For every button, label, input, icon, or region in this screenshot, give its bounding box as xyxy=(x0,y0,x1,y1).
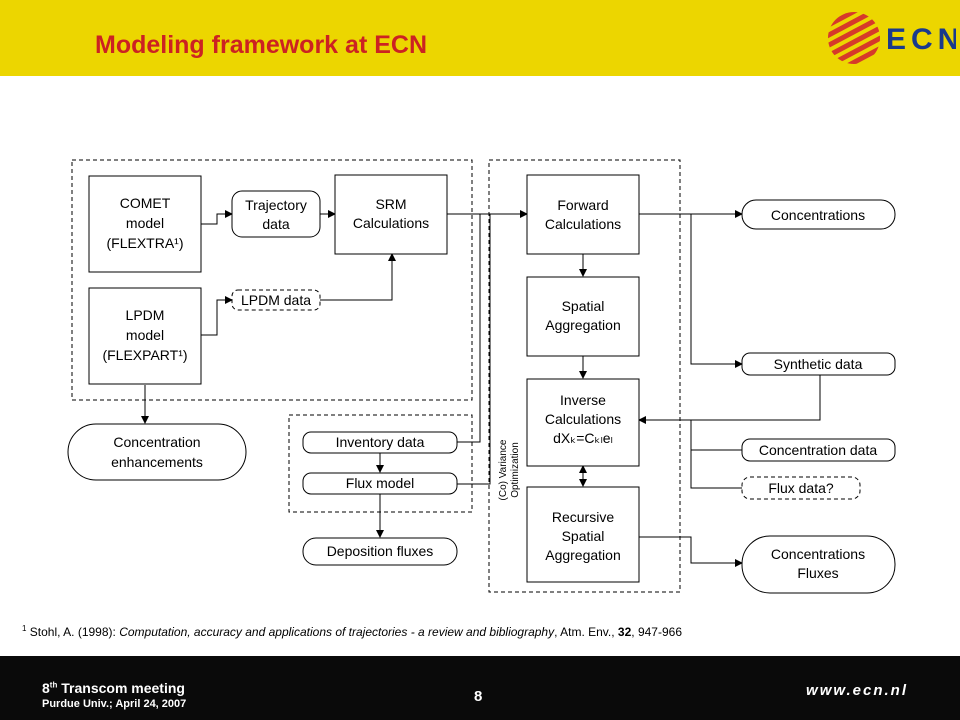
inverse-line-1: Inverse xyxy=(560,392,606,408)
flux-model-label: Flux model xyxy=(346,475,414,491)
inverse-line-2: Calculations xyxy=(545,411,621,427)
ecn-logo: ECN xyxy=(828,12,956,64)
footnote-author: Stohl, A. (1998): xyxy=(29,625,116,639)
spatial-line-1: Spatial xyxy=(562,298,605,314)
forward-line-1: Forward xyxy=(557,197,608,213)
model-group-frame xyxy=(71,159,473,401)
concentration-data-box xyxy=(741,438,896,462)
concentrations-label: Concentrations xyxy=(771,207,865,223)
comet-model-box xyxy=(88,175,202,273)
conc-fluxes-line-2: Fluxes xyxy=(797,565,838,581)
flux-data-box xyxy=(741,476,861,500)
website-url: www.ecn.nl xyxy=(806,682,908,699)
concentrations-fluxes-box xyxy=(741,535,896,594)
synthetic-data-box xyxy=(741,352,896,376)
edge-concdata-inverse xyxy=(690,420,742,451)
edge-comet-trajectory xyxy=(201,210,233,225)
edge-inventory-forward xyxy=(457,214,481,443)
footnote-title: Computation, accuracy and applications o… xyxy=(119,625,555,639)
header-bar: Modeling framework at ECN ECN xyxy=(0,0,960,76)
meeting-venue: Purdue Univ.; April 24, 2007 xyxy=(42,698,187,710)
recursive-line-3: Aggregation xyxy=(545,547,621,563)
concentration-enhancements-box xyxy=(67,423,247,481)
lpdm-data-box xyxy=(231,289,321,311)
footnote-volume: 32 xyxy=(617,625,632,639)
recursive-line-2: Spatial xyxy=(562,528,605,544)
footer-bar: 8th Transcom meeting Purdue Univ.; April… xyxy=(0,656,960,720)
edge-forward-synthetic xyxy=(690,214,743,368)
trajectory-line-2: data xyxy=(262,216,289,232)
edge-lpdm-lpdmdata xyxy=(201,296,233,336)
optimization-group-frame xyxy=(488,159,681,593)
trajectory-data-box xyxy=(231,190,321,238)
edge-lpdmdata-srm xyxy=(320,253,396,301)
slide-title: Modeling framework at ECN xyxy=(95,31,427,59)
inverse-calculations-box xyxy=(526,378,640,467)
meeting-name: 8th Transcom meeting xyxy=(42,680,185,696)
edge-recursive-output xyxy=(639,536,743,567)
deposition-label: Deposition fluxes xyxy=(327,543,434,559)
lpdm-line-3: (FLEXPART¹) xyxy=(102,347,187,363)
trajectory-line-1: Trajectory xyxy=(245,197,307,213)
flux-data-label: Flux data? xyxy=(768,480,834,496)
meeting-text: Transcom meeting xyxy=(61,680,185,696)
srm-calculations-box xyxy=(334,174,448,255)
footnote-mark: 1 xyxy=(22,624,27,633)
side-label-line-1: (Co) Variance xyxy=(498,439,509,500)
enhancements-line-2: enhancements xyxy=(111,454,203,470)
comet-line-3: (FLEXTRA¹) xyxy=(107,235,184,251)
edge-synthetic-inverse xyxy=(638,375,821,424)
meeting-number: 8 xyxy=(42,680,50,696)
srm-line-1: SRM xyxy=(375,196,406,212)
inverse-line-3: dXₖ=Cₖₗeₗ xyxy=(553,430,613,446)
footnote-journal: , Atm. Env., xyxy=(554,625,615,639)
footnote-pages: , 947-966 xyxy=(631,625,682,639)
page-number: 8 xyxy=(474,688,483,705)
synthetic-label: Synthetic data xyxy=(774,356,863,372)
deposition-fluxes-box xyxy=(302,537,458,566)
enhancements-line-1: Concentration xyxy=(113,434,200,450)
spatial-line-2: Aggregation xyxy=(545,317,621,333)
edge-fluxdata-inverse xyxy=(690,450,742,489)
inventory-label: Inventory data xyxy=(336,434,425,450)
concentrations-box xyxy=(741,199,896,230)
footnote: 1 Stohl, A. (1998): Computation, accurac… xyxy=(22,624,682,639)
lpdm-line-2: model xyxy=(126,327,164,343)
forward-calculations-box xyxy=(526,174,640,255)
flux-model-box xyxy=(302,472,458,495)
spatial-aggregation-box xyxy=(526,276,640,357)
side-label-line-2: Optimization xyxy=(510,442,521,498)
forward-line-2: Calculations xyxy=(545,216,621,232)
edge-flux-forward xyxy=(457,214,491,485)
meeting-suffix: th xyxy=(49,680,58,690)
comet-line-2: model xyxy=(126,215,164,231)
lpdm-data-label: LPDM data xyxy=(241,292,311,308)
recursive-line-1: Recursive xyxy=(552,509,614,525)
srm-line-2: Calculations xyxy=(353,215,429,231)
recursive-aggregation-box xyxy=(526,486,640,583)
conc-fluxes-line-1: Concentrations xyxy=(771,546,865,562)
conc-data-label: Concentration data xyxy=(759,442,878,458)
inventory-data-box xyxy=(302,431,458,454)
framework-diagram: COMET model (FLEXTRA¹) LPDM model (FLEXP… xyxy=(67,159,896,594)
lpdm-model-box xyxy=(88,287,202,385)
lpdm-line-1: LPDM xyxy=(126,307,165,323)
comet-line-1: COMET xyxy=(120,195,171,211)
logo-text: ECN xyxy=(886,23,956,56)
